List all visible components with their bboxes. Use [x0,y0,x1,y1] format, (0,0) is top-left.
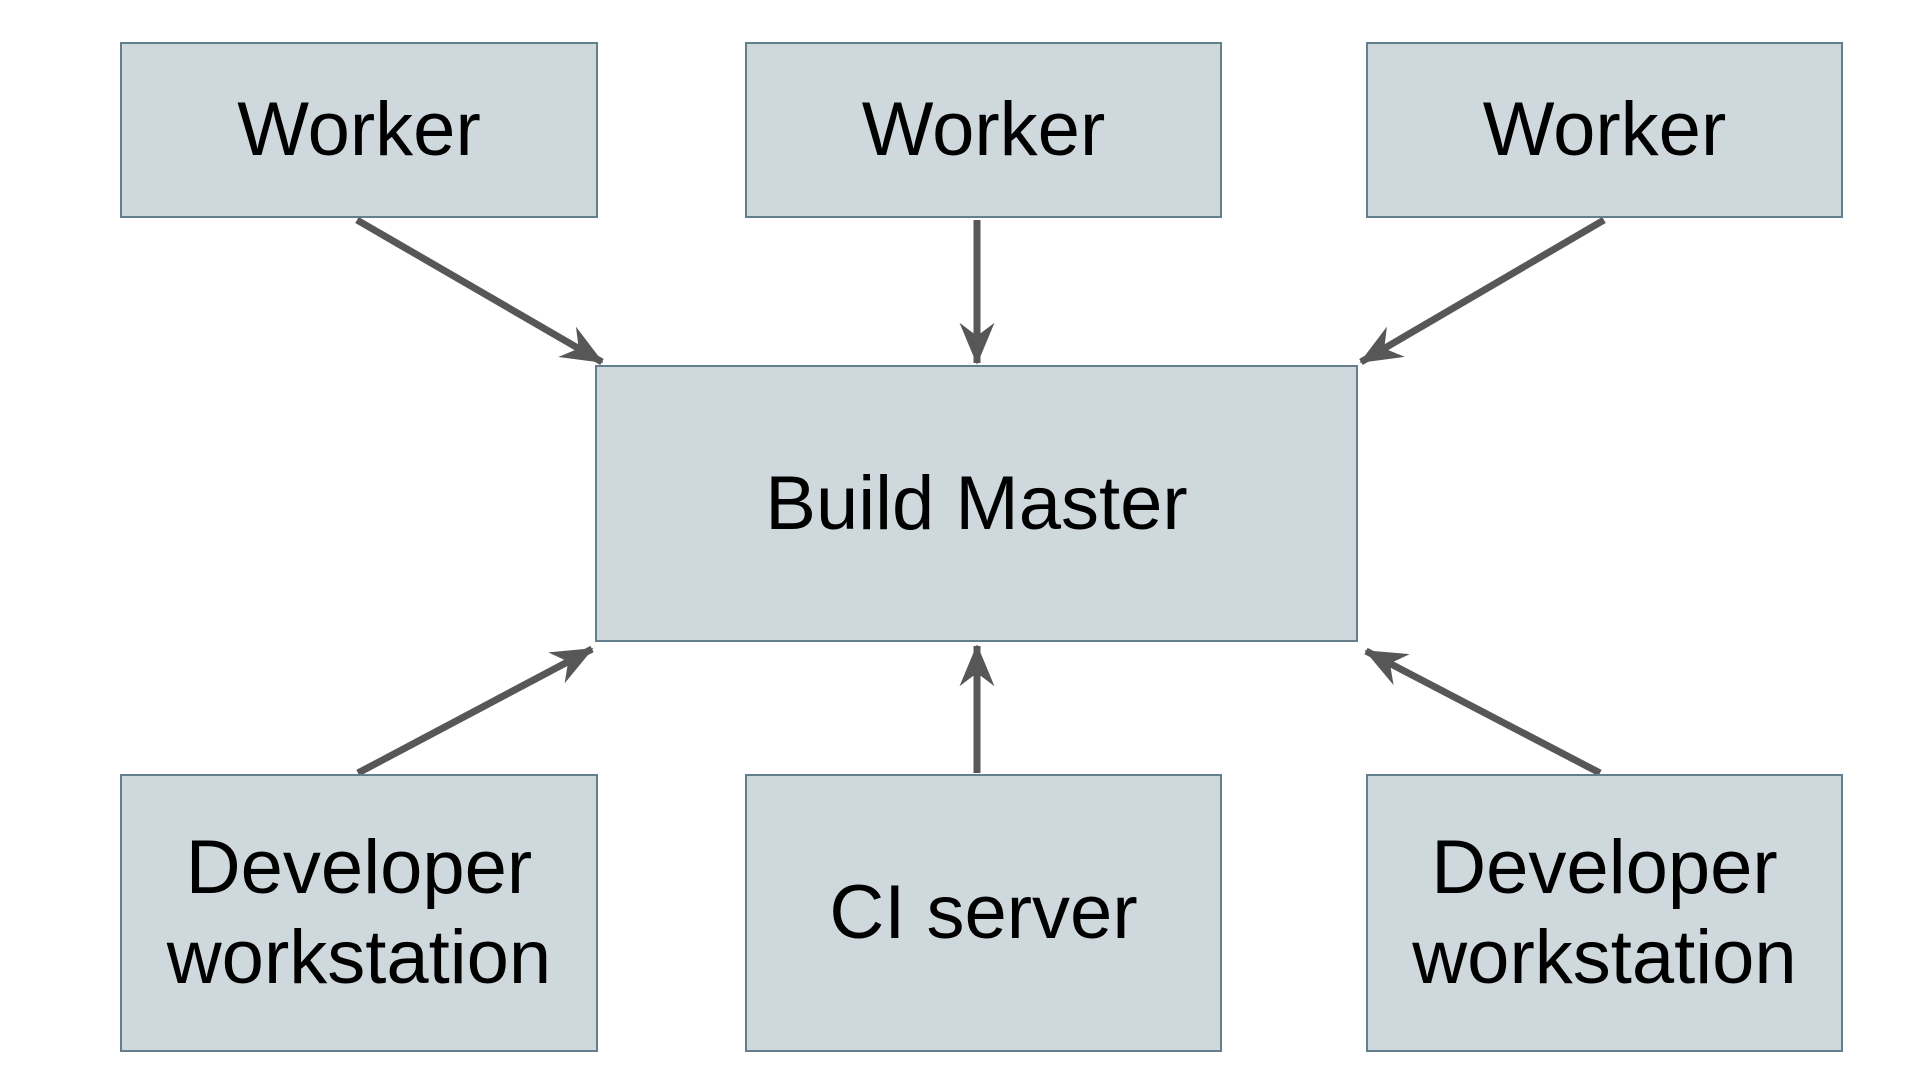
arrow-worker-3-to-build-master [1359,216,1606,366]
node-worker-3-label: Worker [1482,87,1727,173]
arrow-developer-workstation-right-to-build-master [1364,647,1602,777]
node-worker-2-label: Worker [861,87,1106,173]
node-ci-server-label: CI server [829,870,1138,956]
node-worker-1-label: Worker [237,87,481,173]
arrow-worker-1-to-build-master [355,216,604,366]
node-developer-workstation-left-label: Developer workstation [166,825,552,1000]
node-developer-workstation-right: Developer workstation [1366,774,1843,1052]
node-ci-server: CI server [745,774,1222,1052]
node-build-master-label: Build Master [765,460,1188,546]
node-developer-workstation-right-label: Developer workstation [1412,825,1797,1000]
node-build-master: Build Master [595,365,1358,642]
node-developer-workstation-left: Developer workstation [120,774,598,1052]
node-worker-3: Worker [1366,42,1843,218]
arrow-developer-workstation-left-to-build-master [356,645,594,777]
node-worker-1: Worker [120,42,598,218]
node-worker-2: Worker [745,42,1222,218]
